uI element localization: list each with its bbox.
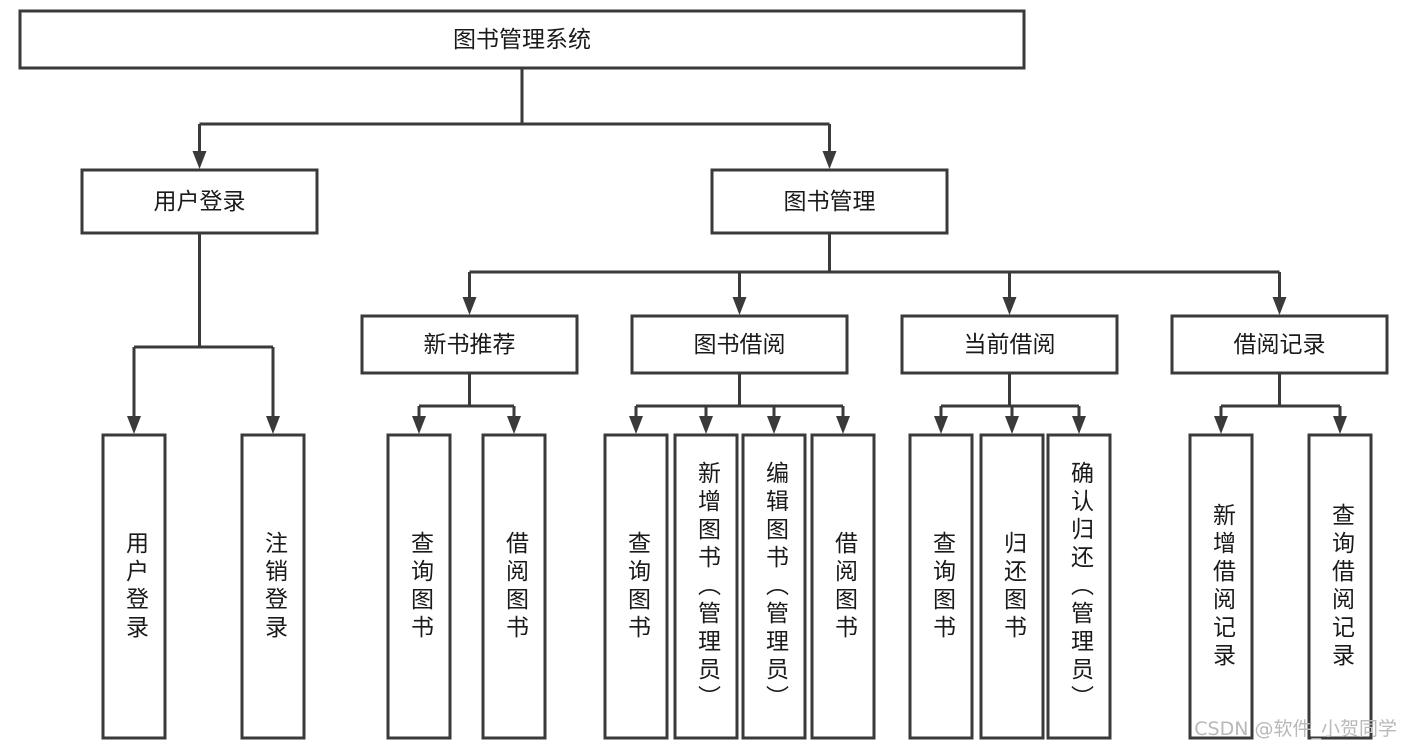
node-label-level3-1: 图书借阅	[694, 332, 786, 358]
node-label-level2-1: 图书管理	[784, 189, 876, 215]
node-leaf-2[interactable]	[386, 433, 452, 740]
node-label-level3-2: 当前借阅	[964, 332, 1056, 358]
arrow-head-icon	[836, 416, 850, 434]
arrow-head-icon	[1214, 416, 1228, 434]
boxes-layer	[18, 9, 1389, 740]
arrow-head-icon	[629, 416, 643, 434]
node-level3-1[interactable]	[630, 314, 849, 375]
arrow-head-icon	[1005, 416, 1019, 434]
arrow-head-icon	[732, 297, 747, 315]
node-leaf-11[interactable]	[1188, 433, 1254, 740]
arrow-head-icon	[699, 416, 713, 434]
node-leaf-8[interactable]	[908, 433, 974, 740]
connectors-layer	[127, 68, 1347, 434]
arrow-head-icon	[462, 297, 477, 315]
node-leaf-7[interactable]	[810, 433, 876, 740]
arrow-head-icon	[1333, 416, 1347, 434]
node-label-root-system: 图书管理系统	[453, 27, 591, 53]
node-level2-1[interactable]	[710, 168, 949, 235]
node-leaf-6[interactable]	[741, 433, 807, 740]
node-label-level3-3: 借阅记录	[1234, 332, 1326, 358]
arrow-head-icon	[266, 416, 280, 434]
arrow-head-icon	[934, 416, 948, 434]
arrow-head-icon	[1272, 297, 1287, 315]
node-leaf-4[interactable]	[603, 433, 669, 740]
node-level3-3[interactable]	[1170, 314, 1389, 375]
node-level3-0[interactable]	[360, 314, 579, 375]
node-leaf-0[interactable]	[101, 433, 167, 740]
watermark-text: CSDN @软件_小贺同学	[1194, 718, 1397, 740]
arrow-head-icon	[192, 151, 207, 169]
arrow-head-icon	[767, 416, 781, 434]
node-leaf-12[interactable]	[1307, 433, 1373, 740]
arrow-head-icon	[412, 416, 426, 434]
arrow-head-icon	[507, 416, 521, 434]
node-leaf-9[interactable]	[979, 433, 1045, 740]
node-label-level2-0: 用户登录	[154, 189, 246, 215]
node-leaf-10[interactable]	[1046, 433, 1112, 740]
arrow-head-icon	[1002, 297, 1017, 315]
arrow-head-icon	[1072, 416, 1086, 434]
node-level3-2[interactable]	[900, 314, 1119, 375]
node-level2-0[interactable]	[80, 168, 319, 235]
node-leaf-1[interactable]	[240, 433, 306, 740]
arrow-head-icon	[127, 416, 141, 434]
node-label-level3-0: 新书推荐	[424, 332, 516, 358]
arrow-head-icon	[822, 151, 837, 169]
node-root-system[interactable]	[18, 9, 1026, 70]
node-leaf-3[interactable]	[481, 433, 547, 740]
node-leaf-5[interactable]	[673, 433, 739, 740]
